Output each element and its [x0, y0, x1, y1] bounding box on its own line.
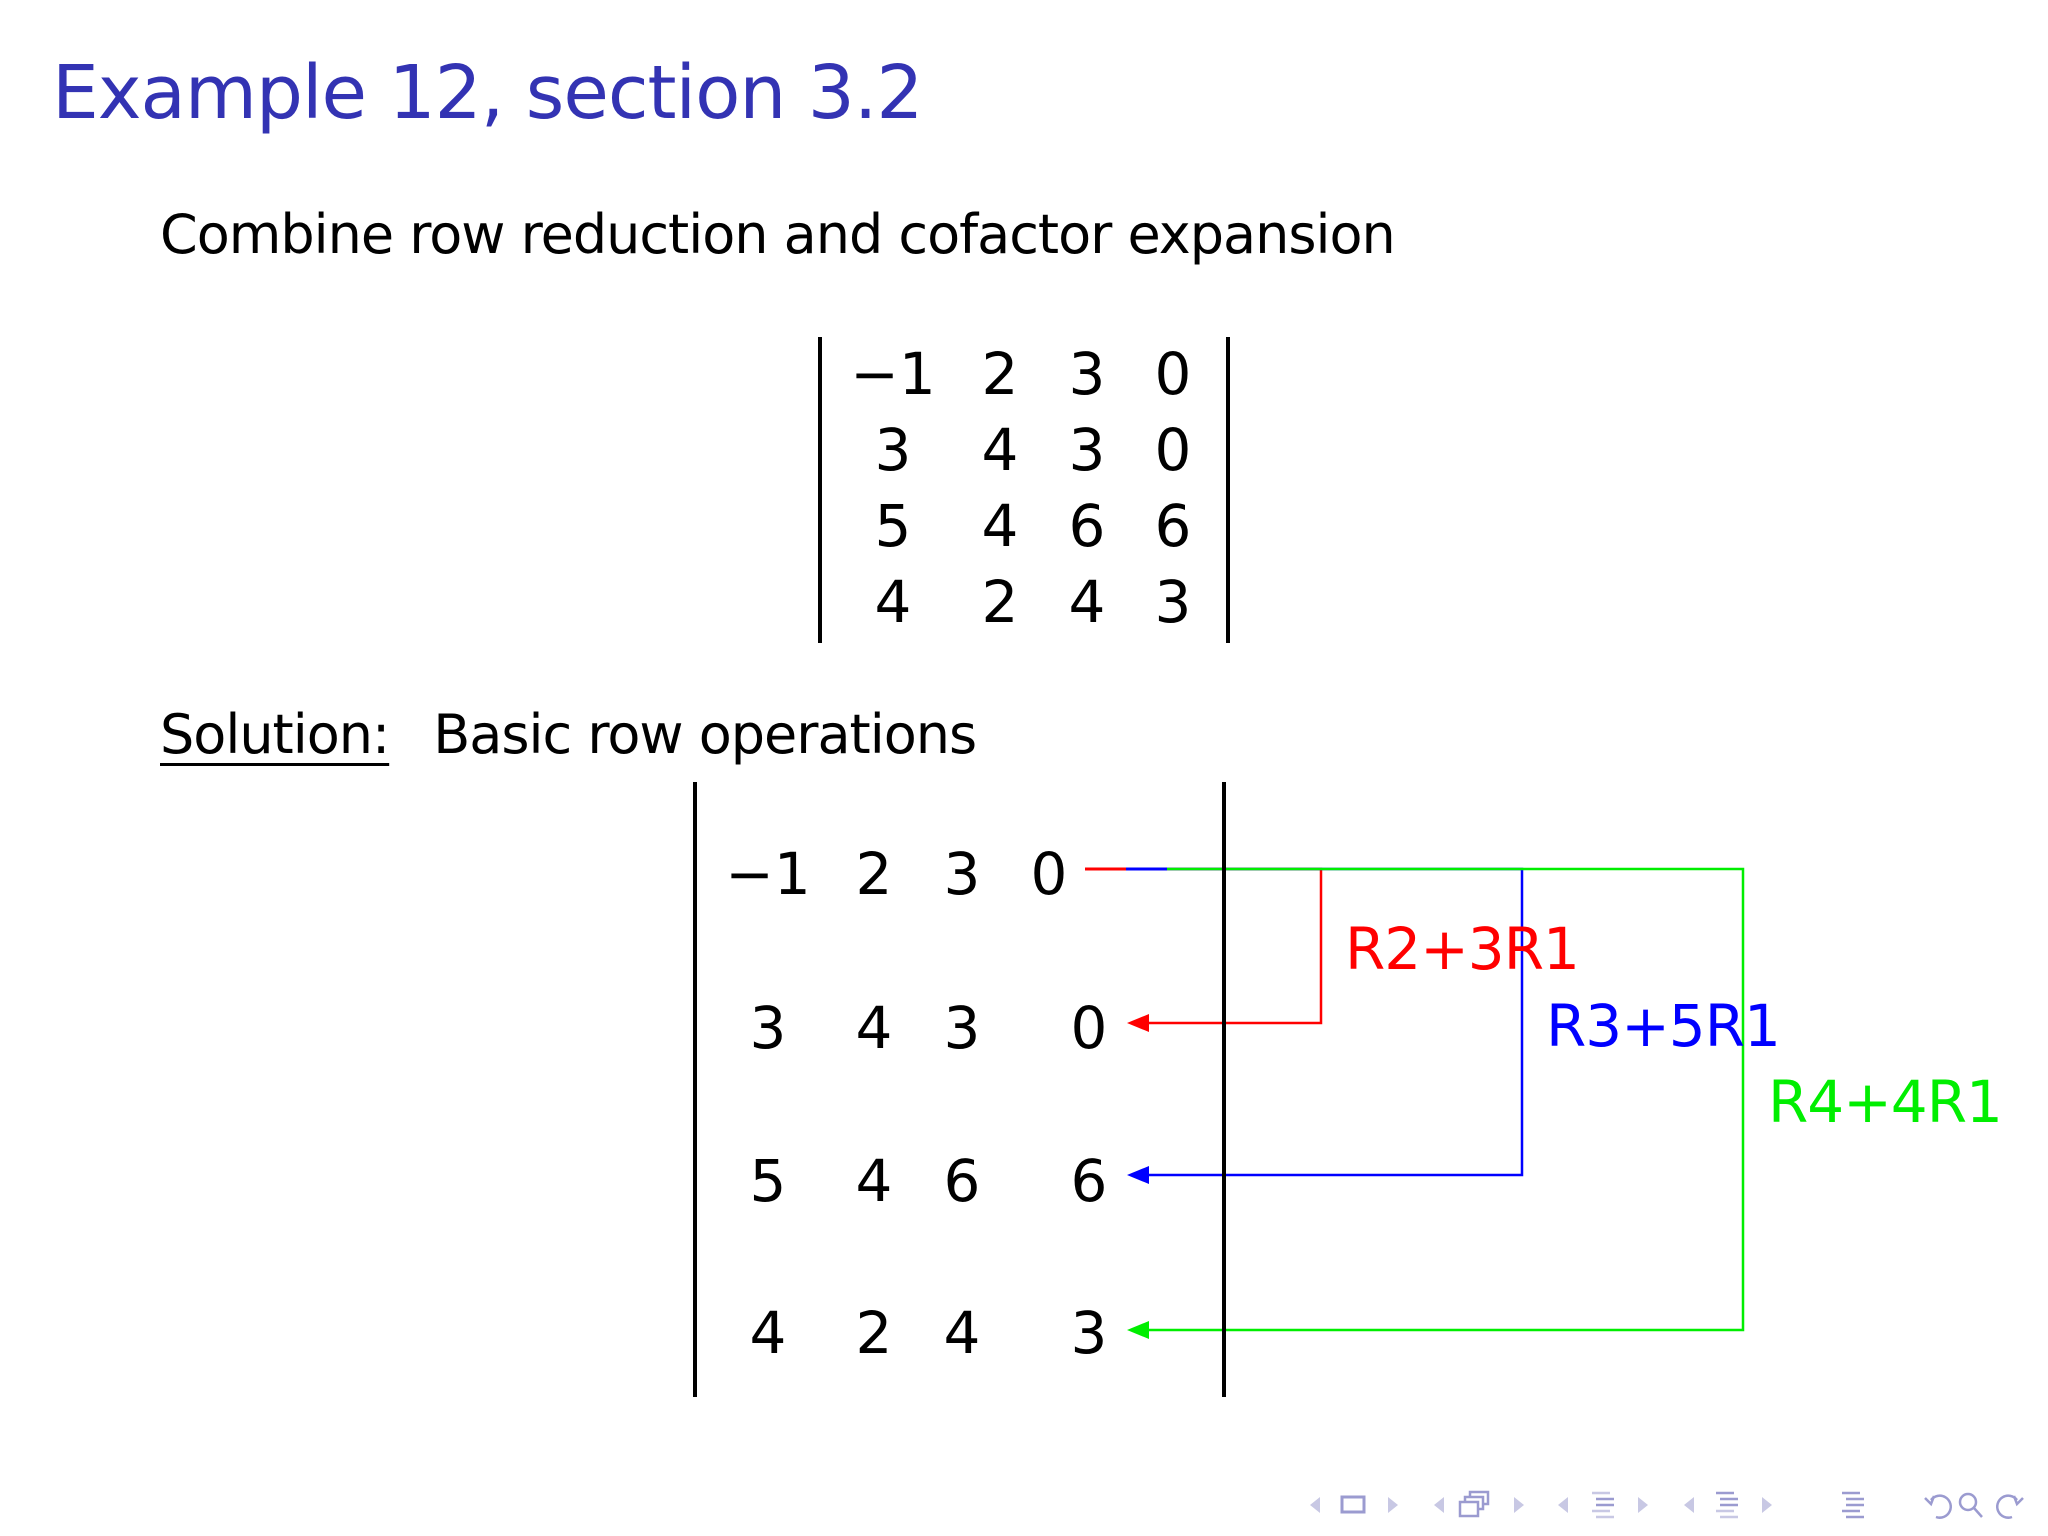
sol-cell: −1 — [725, 840, 811, 908]
sol-cell: 6 — [1070, 1147, 1108, 1215]
sol-cell: 5 — [749, 1147, 787, 1215]
det-cell: 2 — [981, 568, 1019, 636]
arrow-r2-op — [1085, 867, 1323, 1025]
det-cell: 3 — [1068, 416, 1106, 484]
det-cell: 0 — [1154, 340, 1192, 408]
nav-back-icon[interactable] — [1922, 1490, 1954, 1520]
nav-prev-frame-icon[interactable] — [1308, 1490, 1322, 1520]
det-cell: 4 — [1068, 568, 1106, 636]
det-cell: 3 — [874, 416, 912, 484]
det-cell: 4 — [874, 568, 912, 636]
sol-cell: 3 — [943, 840, 981, 908]
nav-next-section-icon[interactable] — [1760, 1490, 1774, 1520]
sol-cell: 3 — [749, 994, 787, 1062]
nav-next-frame-icon[interactable] — [1386, 1490, 1400, 1520]
nav-prev-section-icon[interactable] — [1682, 1490, 1696, 1520]
nav-prev-slide-icon[interactable] — [1432, 1490, 1446, 1520]
solution-heading: Solution: Basic row operations — [160, 700, 977, 770]
det-cell: 6 — [1068, 492, 1106, 560]
nav-search-icon[interactable] — [1958, 1490, 1984, 1520]
sol-cell: 2 — [855, 840, 893, 908]
sol-cell: 0 — [1030, 840, 1068, 908]
solution-right-bar — [1222, 782, 1226, 1397]
det-cell: 2 — [981, 340, 1019, 408]
det-cell: 4 — [981, 416, 1019, 484]
determinant-right-bar — [1226, 337, 1230, 643]
slide-subtitle: Combine row reduction and cofactor expan… — [160, 203, 1396, 266]
nav-prev-subsection-icon[interactable] — [1556, 1490, 1570, 1520]
op-label-r4: R4+4R1 — [1768, 1068, 2003, 1136]
nav-subsection-icon[interactable] — [1590, 1490, 1616, 1520]
arrowhead-green-icon — [1127, 1321, 1149, 1339]
det-cell: −1 — [850, 340, 936, 408]
det-cell: 4 — [981, 492, 1019, 560]
nav-next-subsection-icon[interactable] — [1636, 1490, 1650, 1520]
sol-cell: 2 — [855, 1299, 893, 1367]
solution-text: Basic row operations — [433, 703, 977, 766]
det-cell: 3 — [1154, 568, 1192, 636]
arrowhead-blue-icon — [1127, 1166, 1149, 1184]
sol-cell: 6 — [943, 1147, 981, 1215]
sol-cell: 4 — [855, 994, 893, 1062]
slide-title: Example 12, section 3.2 — [52, 50, 923, 136]
arrowhead-red-icon — [1127, 1014, 1149, 1032]
sol-cell: 0 — [1070, 994, 1108, 1062]
sol-cell: 3 — [1070, 1299, 1108, 1367]
det-cell: 6 — [1154, 492, 1192, 560]
nav-section-icon[interactable] — [1714, 1490, 1740, 1520]
det-cell: 3 — [1068, 340, 1106, 408]
nav-frame-icon[interactable] — [1340, 1490, 1368, 1520]
nav-slide-icon[interactable] — [1458, 1490, 1492, 1520]
nav-next-slide-icon[interactable] — [1512, 1490, 1526, 1520]
det-cell: 5 — [874, 492, 912, 560]
op-label-r3: R3+5R1 — [1546, 992, 1781, 1060]
determinant-left-bar — [818, 337, 822, 643]
sol-cell: 3 — [943, 994, 981, 1062]
sol-cell: 4 — [943, 1299, 981, 1367]
solution-label: Solution: — [160, 703, 390, 766]
solution-left-bar — [693, 782, 697, 1397]
nav-forward-icon[interactable] — [1992, 1490, 2026, 1520]
sol-cell: 4 — [855, 1147, 893, 1215]
sol-cell: 4 — [749, 1299, 787, 1367]
op-label-r2: R2+3R1 — [1345, 915, 1580, 983]
det-cell: 0 — [1154, 416, 1192, 484]
nav-document-icon[interactable] — [1840, 1490, 1866, 1520]
